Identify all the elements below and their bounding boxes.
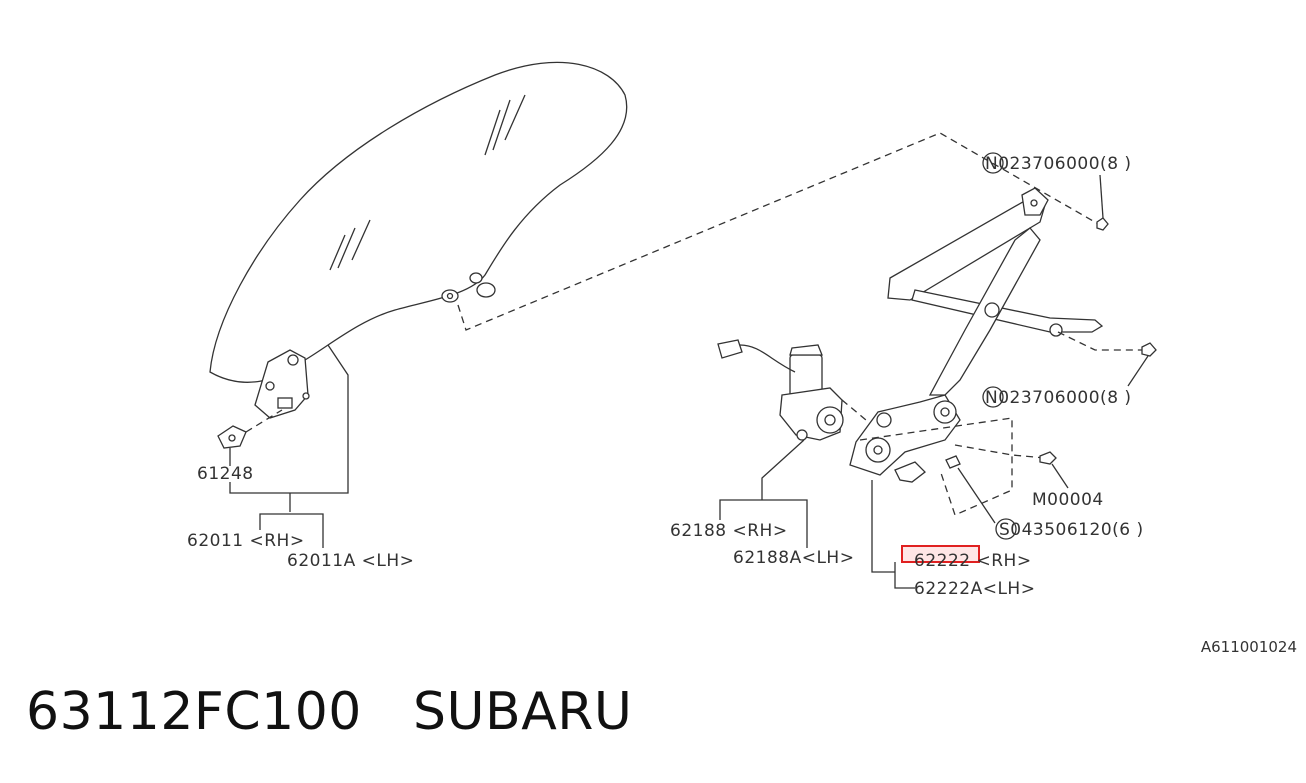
dashed-link-glass bbox=[457, 132, 1101, 331]
window-motor bbox=[717, 339, 844, 441]
dashed-mount-frame bbox=[859, 417, 1013, 516]
s-marker bbox=[995, 518, 1017, 540]
dashed-motor-link bbox=[841, 399, 867, 421]
callout-62011-rh: 62011 <RH> bbox=[187, 531, 305, 551]
n-marker-top bbox=[982, 152, 1004, 174]
highlight-62222 bbox=[901, 545, 980, 563]
callout-nut-mid: N023706000(8 ) bbox=[985, 388, 1132, 408]
glass-bracket bbox=[254, 349, 310, 419]
door-glass bbox=[209, 61, 628, 383]
callout-62222a-lh: 62222A<LH> bbox=[914, 579, 1035, 599]
footer-title: 63112FC100 SUBARU bbox=[26, 682, 633, 742]
callout-screw: S043506120(6 ) bbox=[999, 520, 1144, 540]
n-marker-mid bbox=[982, 386, 1004, 408]
callout-62222-rh: 62222 <RH> bbox=[914, 551, 1032, 571]
diagram-reference: A611001024 bbox=[1201, 638, 1297, 656]
callout-nut-top: N023706000(8 ) bbox=[985, 154, 1132, 174]
dashed-bolt-link bbox=[954, 444, 1046, 459]
bolt-icon bbox=[1039, 451, 1057, 465]
brand-name: SUBARU bbox=[412, 682, 633, 742]
callout-62011a-lh: 62011A <LH> bbox=[287, 551, 414, 571]
regulator-assembly bbox=[849, 187, 1104, 483]
glass-rollers bbox=[441, 272, 496, 303]
dashed-nut-link bbox=[1057, 331, 1145, 351]
leader-lines bbox=[229, 174, 1149, 589]
callout-m00004: M00004 bbox=[1032, 490, 1104, 510]
callout-62188a-lh: 62188A<LH> bbox=[733, 548, 854, 568]
screw-icon bbox=[945, 455, 961, 469]
clip-61248 bbox=[217, 409, 283, 449]
callout-61248: 61248 bbox=[197, 464, 254, 484]
callout-62188-rh: 62188 <RH> bbox=[670, 521, 788, 541]
nut-icon bbox=[1096, 217, 1157, 357]
part-number: 63112FC100 bbox=[26, 682, 362, 742]
